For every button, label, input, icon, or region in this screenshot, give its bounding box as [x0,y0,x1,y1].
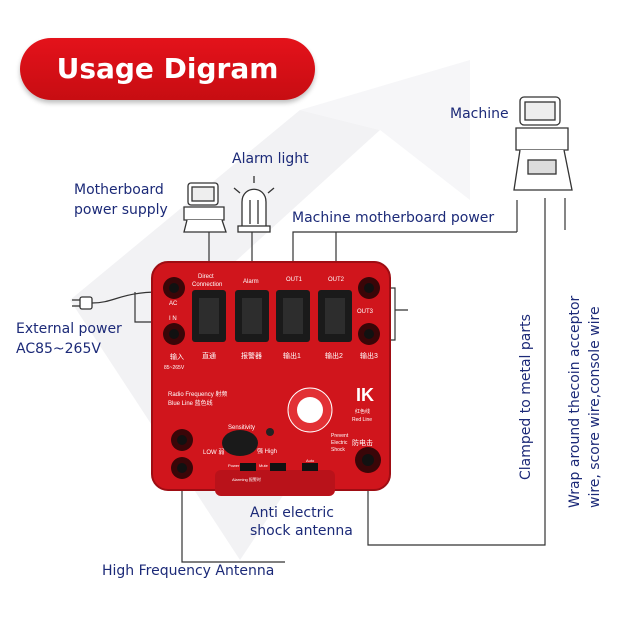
sensitivity-knob [222,430,258,456]
jack-in [163,323,185,345]
sensitivity-label: Sensitivity [228,425,255,431]
prevent-label-1: Prevent [331,433,349,439]
cn-label-out2: 输出2 [325,351,343,360]
motherboard-supply-label-2: power supply [74,202,168,218]
alarm-light-icon [233,176,275,233]
cn-label-out1: 输出1 [283,351,301,360]
rf-label-2: Blue Line 蓝色线 [168,399,213,407]
indicator-led [266,428,274,436]
plug-icon [72,296,93,310]
auto-label: Auto [306,458,315,463]
rf-label-1: Radio Frequency 射频 [168,390,227,398]
port-label-out3: OUT3 [357,309,374,315]
machine-icon [513,96,573,191]
socket-direct [192,290,226,342]
box-bottom [215,470,335,496]
motherboard-supply-label-1: Motherboard [74,182,164,198]
cn-label-out3: 输出3 [360,351,378,360]
machine-motherboard-power-label: Machine motherboard power [292,210,495,226]
port-label-direct-2: Connection [192,282,222,288]
anti-shock-label-2: shock antenna [250,523,353,539]
jack-anti-shock [355,447,381,473]
brand-logo: IK [356,385,374,405]
jack-rf-1 [171,429,193,451]
cn-label-input-range: 85~265V [164,365,185,371]
watermark-shape-2 [300,60,470,200]
port-label-direct-1: Direct [198,274,214,280]
external-power-label-2: AC85~265V [16,341,101,357]
dip-switch-1 [240,463,256,471]
socket-alarm [235,290,269,342]
external-power-label-1: External power [16,321,122,337]
socket-out2 [318,290,352,342]
cn-label-alarm: 报警器 [241,351,262,360]
cn-label-input: 输入 [170,352,184,361]
jack-out3-top [358,277,380,299]
prevent-label-2: Electric [331,440,348,446]
high-label: 强 High [257,448,277,455]
power-label: Power [228,463,240,468]
cn-label-direct: 直通 [202,351,216,360]
machine-label: Machine [450,106,509,122]
alarming-label: Alarming 报警时 [232,476,261,482]
dip-switch-2 [270,463,286,471]
port-label-out1: OUT1 [286,277,303,283]
port-label-out2: OUT2 [328,277,345,283]
jack-ac [163,277,185,299]
anti-shock-label-1: Anti electric [250,505,334,521]
red-line-cn-label: 红色线 [355,408,370,415]
port-label-alarm: Alarm [243,279,259,285]
page-title: Usage Digram [20,38,315,100]
jack-out3-bottom [358,323,380,345]
socket-out1 [276,290,310,342]
wire-anti-shock [367,198,546,546]
red-line-label: Red Line [352,417,372,423]
port-label-ac: AC [169,301,178,307]
controller-box [151,261,391,496]
high-frequency-label: High Frequency Antenna [102,563,275,579]
motherboard-machine-icon [183,182,227,233]
prevent-cn-label: 防电击 [352,438,373,447]
low-label: LOW 弱 [203,449,224,456]
dip-switch-3 [302,463,318,471]
prevent-label-3: Shock [331,447,345,453]
port-label-in: I N [169,316,177,322]
alarm-light-label: Alarm light [232,151,309,167]
mute-label: Mute [259,463,269,468]
jack-rf-2 [171,457,193,479]
